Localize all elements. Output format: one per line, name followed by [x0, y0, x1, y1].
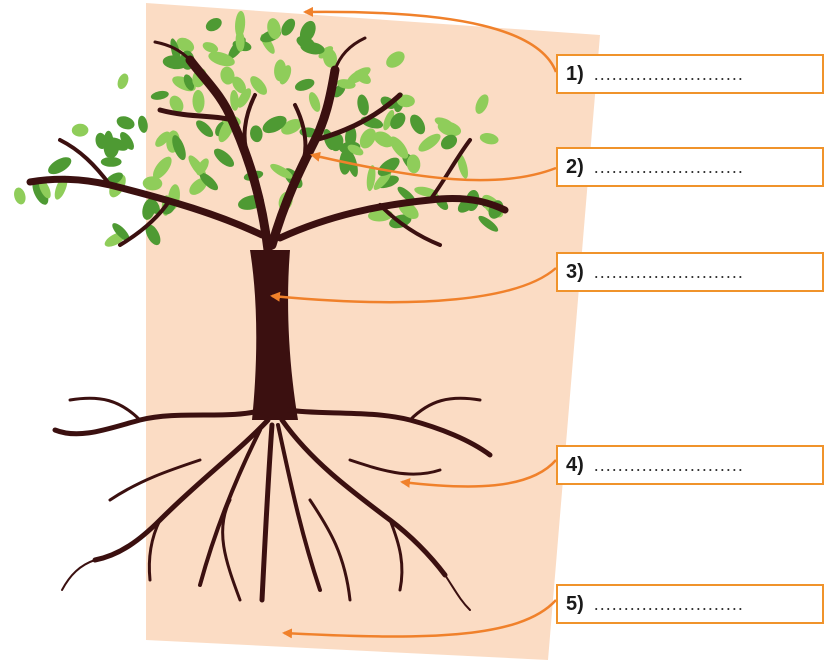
- label-number: 3): [566, 261, 584, 284]
- leaf-icon: [116, 72, 131, 91]
- label-box-5[interactable]: 5) .........................: [556, 584, 824, 624]
- label-number: 2): [566, 156, 584, 179]
- background-panel: [146, 3, 600, 660]
- label-box-1[interactable]: 1) .........................: [556, 54, 824, 94]
- label-number: 4): [566, 454, 584, 477]
- label-number: 1): [566, 63, 584, 86]
- label-number: 5): [566, 593, 584, 616]
- answer-blank[interactable]: .........................: [594, 594, 744, 615]
- answer-blank[interactable]: .........................: [594, 64, 744, 85]
- leaf-icon: [101, 157, 122, 167]
- leaf-icon: [45, 154, 74, 178]
- leaf-icon: [12, 186, 27, 205]
- answer-blank[interactable]: .........................: [594, 157, 744, 178]
- leaf-icon: [72, 124, 89, 137]
- answer-blank[interactable]: .........................: [594, 455, 744, 476]
- leaf-icon: [115, 114, 136, 132]
- label-box-3[interactable]: 3) .........................: [556, 252, 824, 292]
- label-box-2[interactable]: 2) .........................: [556, 147, 824, 187]
- label-box-4[interactable]: 4) .........................: [556, 445, 824, 485]
- answer-blank[interactable]: .........................: [594, 262, 744, 283]
